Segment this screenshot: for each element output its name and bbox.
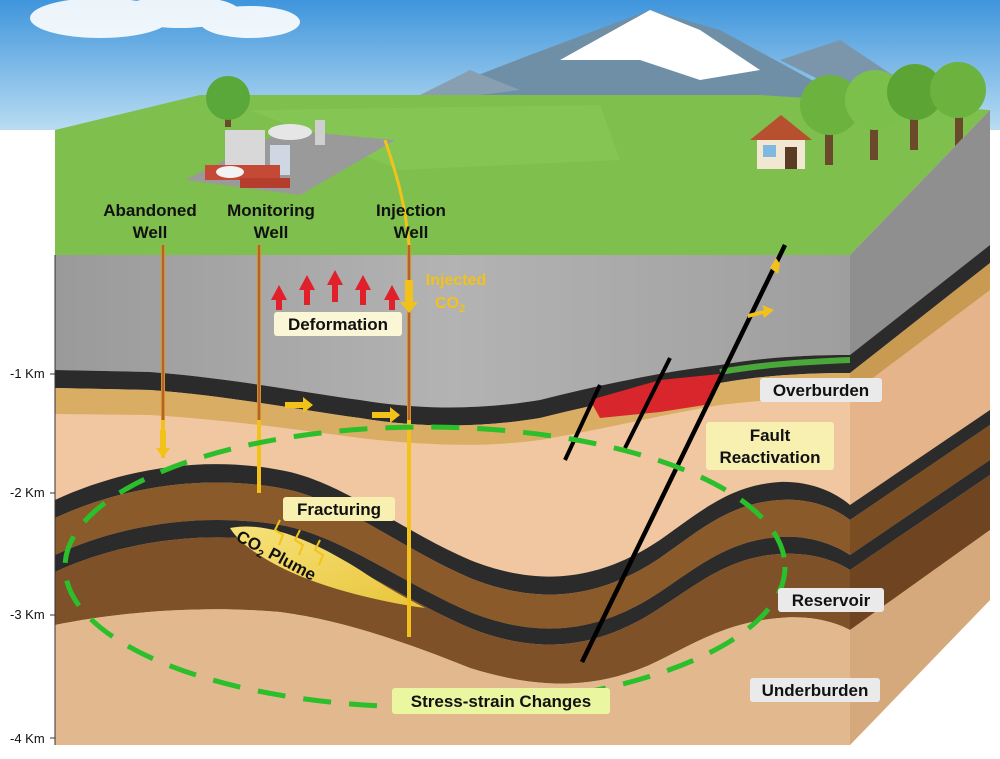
lower-brown xyxy=(55,537,850,684)
stress-strain-label: Stress-strain Changes xyxy=(411,692,591,711)
clouds xyxy=(30,0,300,38)
fracture-marks xyxy=(273,519,325,566)
deformation-arrows xyxy=(271,270,400,310)
reservoir-brown xyxy=(55,482,850,629)
injected-co2-label-2: CO2 xyxy=(435,295,465,315)
trees-left xyxy=(206,76,250,127)
abandoned-well-label-1: Abandoned xyxy=(103,201,197,220)
flow-arrows xyxy=(156,258,780,458)
house xyxy=(750,115,812,169)
depth-axis: -1 Km -2 Km -3 Km -4 Km xyxy=(10,255,56,746)
injection-well-label-1: Injection xyxy=(376,201,446,220)
depth-tick-1: -1 Km xyxy=(10,366,45,381)
deformation-label: Deformation xyxy=(288,315,388,334)
co2-plume xyxy=(230,526,425,608)
green-seep xyxy=(719,357,851,375)
fault-label-2: Reactivation xyxy=(719,448,820,467)
overburden-bg xyxy=(760,378,882,402)
reservoir-bg xyxy=(778,588,884,612)
fault-line-2 xyxy=(623,357,672,449)
depth-tick-4: -4 Km xyxy=(10,731,45,746)
injection-well-label-2: Well xyxy=(394,223,429,242)
gray-overburden xyxy=(55,255,850,408)
overburden-label: Overburden xyxy=(773,381,869,400)
fracturing-label: Fracturing xyxy=(297,500,381,519)
abandoned-well-label-2: Well xyxy=(133,223,168,242)
stress-ellipse xyxy=(62,424,788,710)
fracturing-bg xyxy=(283,497,395,521)
monitoring-well-label-1: Monitoring xyxy=(227,201,315,220)
stress-bg xyxy=(392,688,610,714)
fault-red-zone xyxy=(590,374,720,418)
depth-tick-2: -2 Km xyxy=(10,485,45,500)
fault-line-1 xyxy=(563,384,602,461)
underburden-bg xyxy=(750,678,880,702)
deformation-bg xyxy=(274,312,402,336)
fault-label-1: Fault xyxy=(750,426,791,445)
underburden-label: Underburden xyxy=(762,681,869,700)
monitoring-well-label-2: Well xyxy=(254,223,289,242)
reservoir-label: Reservoir xyxy=(792,591,871,610)
depth-tick-3: -3 Km xyxy=(10,607,45,622)
fault-bg xyxy=(706,422,834,470)
power-plant xyxy=(185,120,395,195)
black-layer-2 xyxy=(55,464,850,595)
trees-right xyxy=(800,62,986,165)
underburden xyxy=(55,609,850,745)
injected-co2-label-1: Injected xyxy=(426,272,486,289)
black-layer-3 xyxy=(55,519,850,645)
black-layer-1 xyxy=(55,355,850,426)
